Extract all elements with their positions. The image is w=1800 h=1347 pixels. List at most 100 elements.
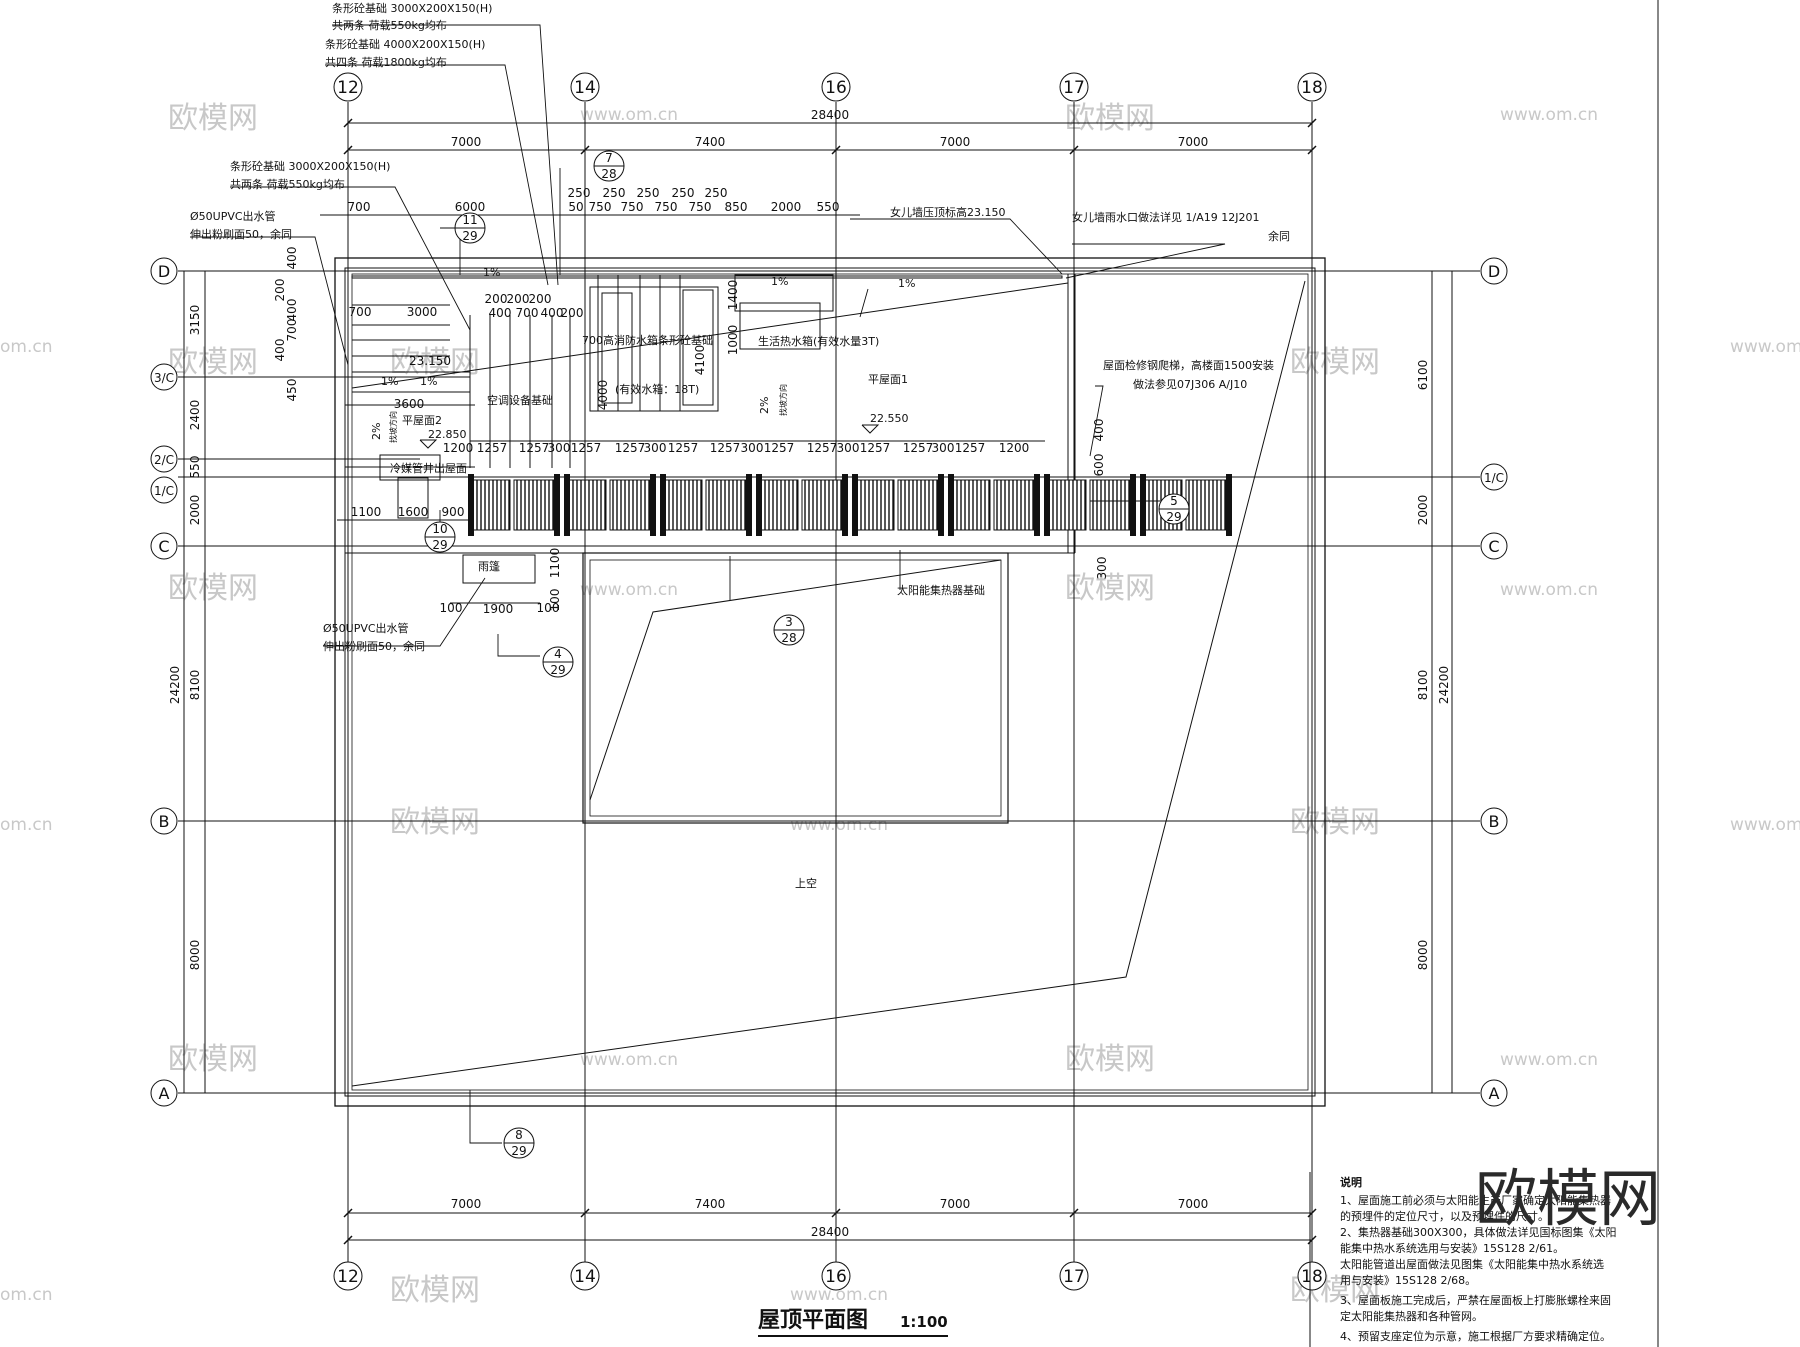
svg-text:2000: 2000 xyxy=(188,495,202,526)
svg-text:1400: 1400 xyxy=(726,280,740,311)
panel-support xyxy=(650,474,656,536)
solar-panel xyxy=(801,479,843,531)
elevation-markers xyxy=(419,424,880,449)
dim-top-outer: 28400 7000 7400 7000 7000 7000 7400 7000… xyxy=(451,108,1209,1239)
solar-panel xyxy=(469,479,511,531)
svg-text:17: 17 xyxy=(1063,78,1085,98)
svg-text:300: 300 xyxy=(837,441,860,455)
equipment-bases xyxy=(352,274,834,584)
axis-bubble-bottom: 12 xyxy=(333,1261,363,1291)
svg-text:300: 300 xyxy=(932,441,955,455)
svg-text:1200: 1200 xyxy=(999,441,1030,455)
watermark-url: www.om.cn xyxy=(1500,580,1598,600)
svg-text:300: 300 xyxy=(548,441,571,455)
annotation-text: 700高消防水箱条形砼基础 xyxy=(582,333,713,347)
note-line: 用与安装》15S128 2/68。 xyxy=(1340,1273,1476,1287)
svg-text:1000: 1000 xyxy=(726,325,740,356)
watermark-layer: 欧模网 欧模网 欧模网 欧模网 欧模网 欧模网 欧模网 欧模网 欧模网 欧模网 … xyxy=(168,101,1380,1308)
svg-text:24200: 24200 xyxy=(1437,666,1451,704)
svg-text:B: B xyxy=(159,812,170,831)
watermark-url: www.om.cn xyxy=(1730,337,1800,357)
solar-panel xyxy=(1045,479,1087,531)
watermark: 欧模网 xyxy=(168,571,258,606)
svg-text:17: 17 xyxy=(1063,1267,1085,1287)
svg-text:750: 750 xyxy=(589,200,612,214)
watermark-url: www.om.cn xyxy=(1500,1050,1598,1070)
solar-panel xyxy=(757,479,799,531)
svg-text:29: 29 xyxy=(511,1144,526,1158)
svg-text:1257: 1257 xyxy=(710,441,741,455)
panel-support xyxy=(948,474,954,536)
annotation-text: 女儿墙压顶标高23.150 xyxy=(890,205,1006,219)
svg-text:7: 7 xyxy=(605,151,613,165)
svg-text:300: 300 xyxy=(1095,557,1109,580)
watermark-url: om.cn xyxy=(0,1285,53,1305)
panel-support xyxy=(1140,474,1146,536)
svg-text:2400: 2400 xyxy=(188,400,202,431)
solar-panel xyxy=(513,479,555,531)
annotation-text: Ø50UPVC出水管 xyxy=(190,209,276,223)
note-line: 太阳能管道出屋面做法见图集《太阳能集中热水系统选 xyxy=(1340,1257,1604,1271)
svg-text:750: 750 xyxy=(621,200,644,214)
watermark: 欧模网 xyxy=(390,345,480,380)
detail-mark: 10 29 xyxy=(424,521,456,553)
annotation-text: 共四条 荷载1800kg均布 xyxy=(325,55,447,69)
watermark: 欧模网 xyxy=(390,1273,480,1308)
watermark-url: www.om.cn xyxy=(1730,815,1800,835)
svg-text:5: 5 xyxy=(1170,494,1178,508)
annotation-text: 平屋面2 xyxy=(402,414,442,427)
watermark-url: www.om.cn xyxy=(1500,105,1598,125)
dim-small-top: 700 6000 250 250 250 250 250 50 750 750 … xyxy=(348,186,840,214)
panel-support xyxy=(1226,474,1232,536)
axis-bubble-left: A xyxy=(150,1079,178,1107)
dim-text: 7000 xyxy=(451,135,482,149)
solar-collector-row xyxy=(468,474,1232,536)
annotation-text: 伸出粉刷面50，余同 xyxy=(323,639,425,653)
svg-text:12: 12 xyxy=(337,1267,359,1287)
svg-text:11: 11 xyxy=(462,213,477,227)
svg-text:1/C: 1/C xyxy=(154,484,174,498)
axis-bubble-top: 17 xyxy=(1059,72,1089,102)
solar-panel xyxy=(897,479,939,531)
svg-text:600: 600 xyxy=(1092,454,1106,477)
svg-text:A: A xyxy=(1489,1084,1500,1103)
svg-text:B: B xyxy=(1489,812,1500,831)
annotation-text: 22.550 xyxy=(870,412,909,425)
solar-panel xyxy=(1089,479,1131,531)
svg-text:200: 200 xyxy=(529,292,552,306)
slope-text: 2% xyxy=(758,397,771,414)
solar-panel xyxy=(949,479,991,531)
annotation-text: 上空 xyxy=(795,876,817,890)
svg-text:700: 700 xyxy=(349,305,372,319)
solar-panel xyxy=(993,479,1035,531)
svg-text:1900: 1900 xyxy=(483,602,514,616)
dim-text: 7000 xyxy=(1178,1197,1209,1211)
axis-bubble-bottom: 14 xyxy=(570,1261,600,1291)
svg-text:400: 400 xyxy=(489,306,512,320)
watermark: 欧模网 xyxy=(1065,101,1155,136)
svg-text:450: 450 xyxy=(285,379,299,402)
axis-bubble-top: 14 xyxy=(570,72,600,102)
note-line: 2、集热器基础300X300，具体做法详见国标图集《太阳 xyxy=(1340,1225,1617,1239)
panel-support xyxy=(1044,474,1050,536)
axis-bubble-left: 3/C xyxy=(150,363,178,391)
axis-bubble-right: A xyxy=(1480,1079,1508,1107)
panel-support xyxy=(852,474,858,536)
svg-text:3150: 3150 xyxy=(188,305,202,336)
svg-text:750: 750 xyxy=(689,200,712,214)
svg-text:28: 28 xyxy=(601,167,616,181)
svg-text:100: 100 xyxy=(440,601,463,615)
svg-text:8100: 8100 xyxy=(188,670,202,701)
svg-text:1257: 1257 xyxy=(571,441,602,455)
svg-text:2000: 2000 xyxy=(771,200,802,214)
svg-text:1257: 1257 xyxy=(860,441,891,455)
dim-bottom-small: 1100 1600 900 100 1900 100 100 1100 300 … xyxy=(351,419,1109,616)
watermark-url: www.om.cn xyxy=(580,580,678,600)
solar-panel xyxy=(1185,479,1227,531)
annotation-text: 条形砼基础 4000X200X150(H) xyxy=(325,37,485,51)
annotation-text: 22.850 xyxy=(428,428,467,441)
panel-support xyxy=(842,474,848,536)
svg-text:14: 14 xyxy=(574,1267,596,1287)
dim-text: 28400 xyxy=(811,1225,849,1239)
detail-mark: 4 29 xyxy=(542,646,574,678)
